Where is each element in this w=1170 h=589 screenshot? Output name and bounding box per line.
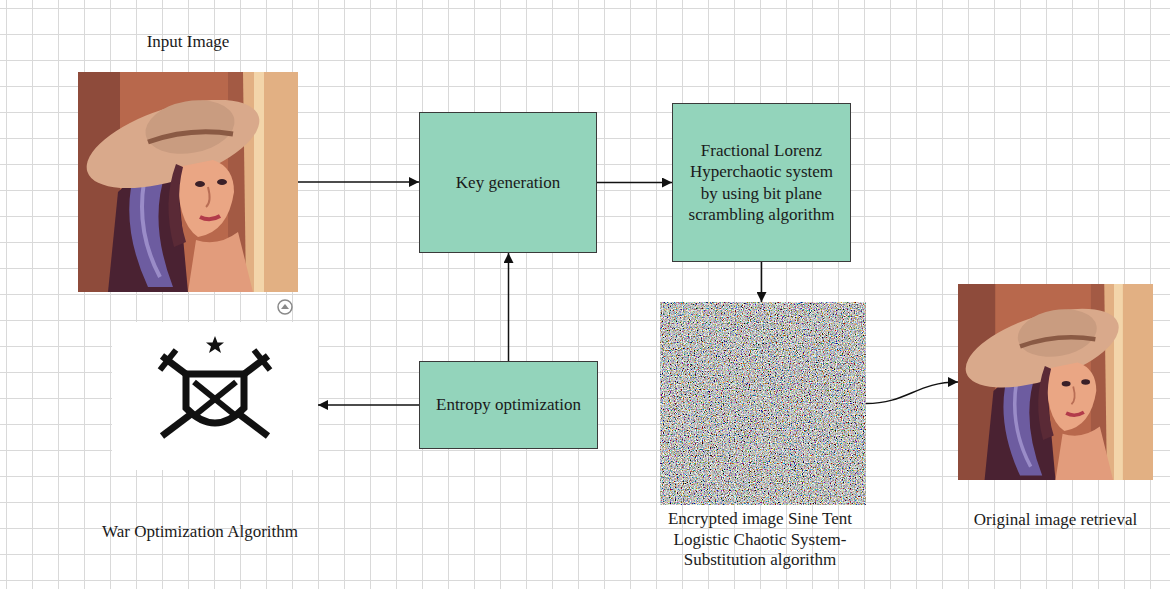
input-image — [76, 72, 298, 292]
image-caption: War Optimization Algorithm — [70, 522, 330, 543]
process-box: Key generation — [419, 112, 597, 253]
image-node: War Optimization Algorithm — [112, 322, 318, 470]
image-node: Original image retrieval — [958, 284, 1153, 480]
flow-arrow — [298, 181, 419, 183]
image-caption: Encrypted image Sine Tent Logistic Chaot… — [644, 509, 876, 571]
image-caption: Original image retrieval — [946, 510, 1166, 531]
image-caption: Input Image — [88, 32, 288, 53]
box-label: Key generation — [446, 164, 570, 201]
flow-arrow — [761, 262, 763, 302]
image-node: Input Image — [78, 72, 298, 292]
retrieved-image — [956, 284, 1153, 480]
image-control-icon — [278, 300, 292, 314]
box-label: Entropy optimization — [426, 386, 591, 423]
encrypted-image — [660, 302, 866, 505]
process-box: Fractional Lorenz Hyperchaotic system by… — [672, 103, 851, 262]
flow-arrow — [508, 253, 510, 361]
flow-arrow — [597, 182, 672, 184]
process-box: Entropy optimization — [419, 361, 598, 449]
flow-arrow — [866, 382, 958, 404]
image-node: Encrypted image Sine Tent Logistic Chaot… — [660, 302, 866, 505]
box-label: Fractional Lorenz Hyperchaotic system by… — [673, 132, 850, 233]
flow-arrow — [318, 404, 419, 406]
war-emblem — [112, 322, 318, 470]
